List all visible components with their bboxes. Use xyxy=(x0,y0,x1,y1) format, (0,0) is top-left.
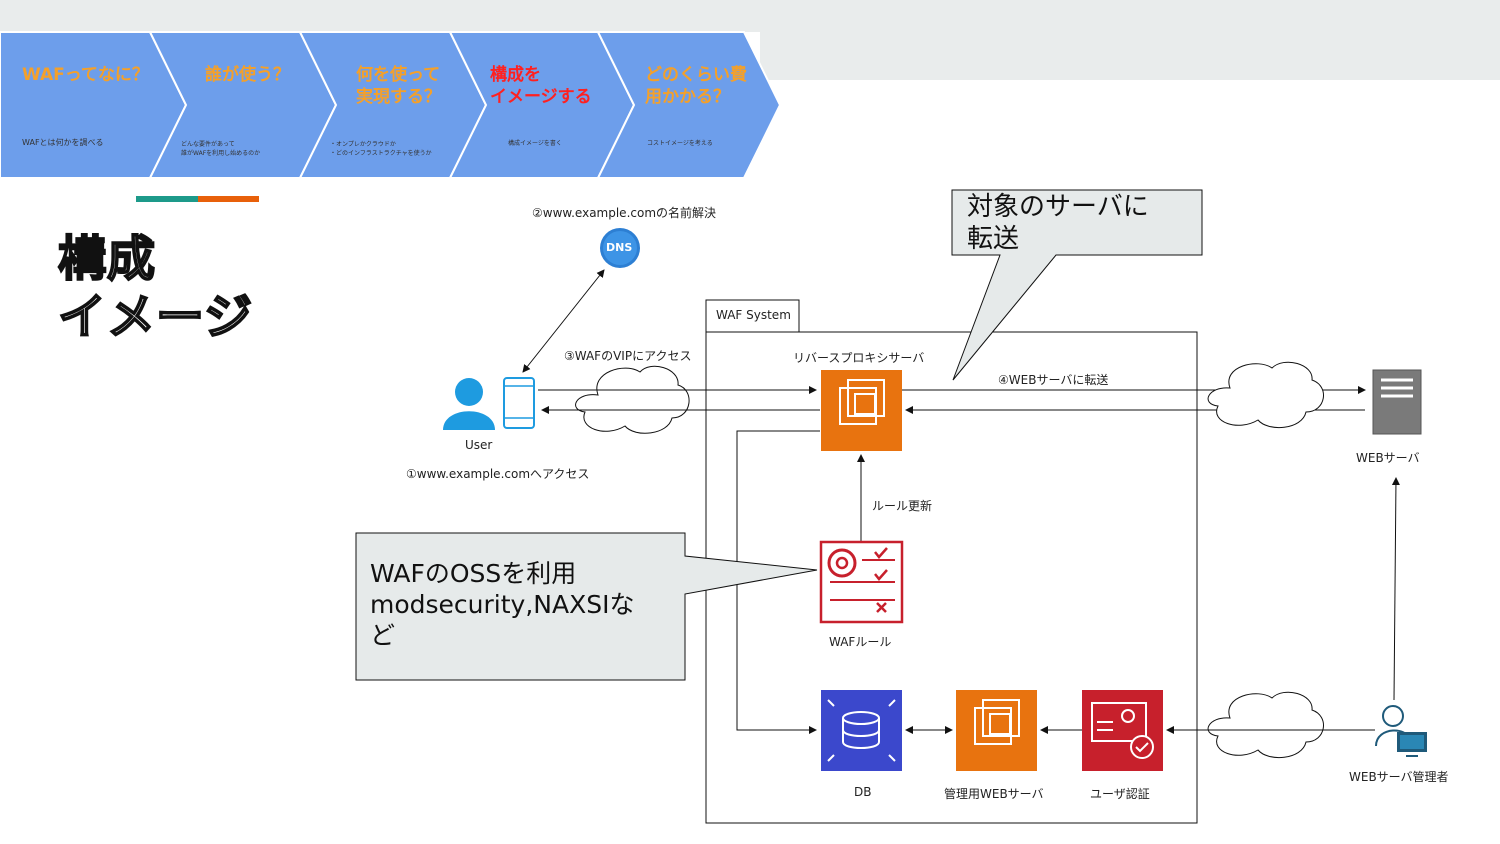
callout-oss-shape xyxy=(355,532,818,681)
rule-update-label: ルール更新 xyxy=(872,499,933,513)
mobile-icon xyxy=(503,377,535,429)
waf-vip-label: ③WAFのVIPにアクセス xyxy=(564,349,692,363)
step-2-desc: どんな要件があって 誰がWAFを利用し始めるのか xyxy=(181,141,261,157)
db-label: DB xyxy=(854,785,872,799)
admin-web-label: 管理用WEBサーバ xyxy=(944,787,1044,801)
user-auth-icon xyxy=(1082,690,1163,771)
user-label: User xyxy=(465,438,493,452)
ec2-instance-icon xyxy=(821,370,902,451)
user-access-label: ①www.example.comへアクセス xyxy=(406,467,590,481)
reverse-proxy-label: リバースプロキシサーバ xyxy=(793,351,925,365)
waf-rule-label: WAFルール xyxy=(829,635,892,649)
user-auth-label: ユーザ認証 xyxy=(1090,787,1150,801)
top-bar-extension xyxy=(760,32,1500,80)
cloud-icon-user xyxy=(575,365,690,434)
dns-resolve-label: ②www.example.comの名前解決 xyxy=(532,206,717,220)
waf-system-tab xyxy=(705,299,800,333)
step-chevrons xyxy=(0,31,782,179)
dns-icon xyxy=(600,228,640,268)
server-icon xyxy=(1372,369,1422,435)
callout-oss-text: WAFのOSSを利用 modsecurity,NAXSIな ど xyxy=(370,559,635,650)
user-icon xyxy=(443,378,495,430)
top-bar xyxy=(0,0,1500,32)
step-chevron-5[interactable] xyxy=(596,31,782,179)
step-5-title: どのくらい費 用かかる？ xyxy=(645,65,747,107)
cloud-icon-admin xyxy=(1207,691,1324,759)
step-3-title: 何を使って 実現する？ xyxy=(356,65,441,107)
dns-resolve-arrow xyxy=(522,269,605,373)
dns-icon-label: DNS xyxy=(606,241,633,254)
cloud-icon-web xyxy=(1207,361,1324,429)
web-server-label: WEBサーバ xyxy=(1356,451,1420,465)
step-4-title: 構成を イメージする xyxy=(490,65,592,107)
accent-bar-teal xyxy=(136,196,198,202)
page-title: 構成 イメージ xyxy=(57,230,254,346)
web-admin-label: WEBサーバ管理者 xyxy=(1349,770,1449,784)
callout-forward-text: 対象のサーバに 転送 xyxy=(967,192,1149,254)
forward-web-label: ④WEBサーバに転送 xyxy=(998,373,1109,387)
step-2-title: 誰が使う？ xyxy=(205,65,290,85)
waf-rule-icon xyxy=(819,540,904,624)
waf-system-label: WAF System xyxy=(716,308,791,322)
step-3-desc: ・オンプレかクラウドか ・どのインフラストラクチャを使うか xyxy=(330,141,432,157)
callout-forward-shape xyxy=(951,189,1203,381)
step-1-desc: WAFとは何かを調べる xyxy=(22,138,104,147)
admin-user-icon xyxy=(1375,705,1427,757)
step-chevron-1[interactable] xyxy=(0,31,188,179)
step-1-title: WAFってなに？ xyxy=(22,65,149,85)
step-4-desc: 構成イメージを書く xyxy=(508,140,562,147)
accent-bar-orange xyxy=(198,196,259,202)
database-icon xyxy=(821,690,902,771)
admin-ec2-icon xyxy=(956,690,1037,771)
admin-to-web-arrow xyxy=(1391,477,1400,701)
step-5-desc: コストイメージを考える xyxy=(647,140,713,147)
